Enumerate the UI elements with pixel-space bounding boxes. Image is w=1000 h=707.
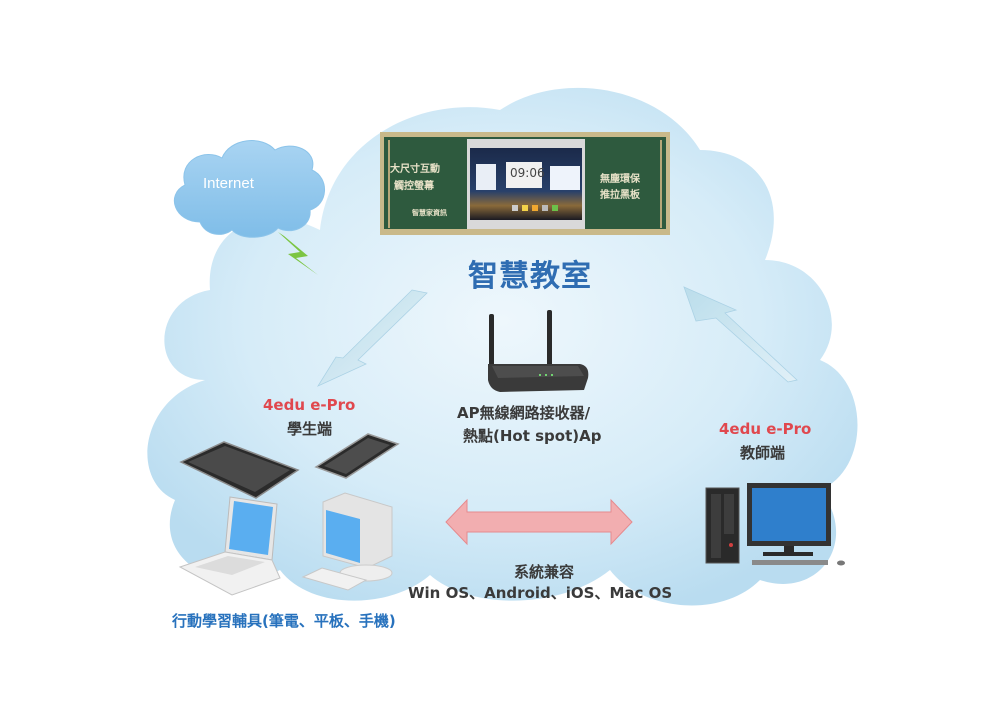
compat-systems: Win OS、Android、iOS、Mac OS (408, 584, 673, 602)
screen-clock: 09:06 (510, 166, 545, 180)
tablet-icon (179, 441, 300, 499)
board-left-line2: 觸控螢幕 (394, 181, 434, 192)
laptop-icon (178, 496, 281, 596)
student-label: 學生端 (287, 420, 333, 438)
compat-title: 系統兼容 (514, 563, 575, 581)
student-brand: 4edu e-Pro (263, 396, 356, 414)
wireless-router-icon (488, 310, 589, 392)
compatibility-double-arrow (445, 498, 633, 546)
router-label-line1: AP無線網路接收器/ (457, 404, 591, 422)
diagram-title: 智慧教室 (468, 259, 592, 294)
board-left-line1: 大尺寸互動 (390, 164, 440, 175)
router-label-line2: 熱點(Hot spot)Ap (463, 427, 602, 445)
phone-icon (314, 433, 400, 479)
teacher-desktop-icon (705, 483, 845, 566)
board-logo-text: 智慧家資訊 (412, 209, 447, 217)
crt-monitor-icon (301, 492, 393, 591)
arrow-to-student (316, 289, 428, 387)
devices-caption: 行動學習輔具(筆電、平板、手機) (172, 612, 396, 630)
teacher-brand: 4edu e-Pro (719, 420, 812, 438)
teacher-label: 教師端 (740, 444, 786, 462)
smart-blackboard (380, 132, 670, 235)
board-right-line2: 推拉黑板 (600, 190, 640, 201)
main-cloud (147, 87, 858, 606)
lightning-bolt-icon (278, 232, 318, 275)
internet-label: Internet (203, 175, 254, 192)
board-right-line1: 無塵環保 (600, 174, 640, 185)
arrow-from-teacher (683, 286, 798, 383)
internet-cloud (173, 140, 325, 238)
